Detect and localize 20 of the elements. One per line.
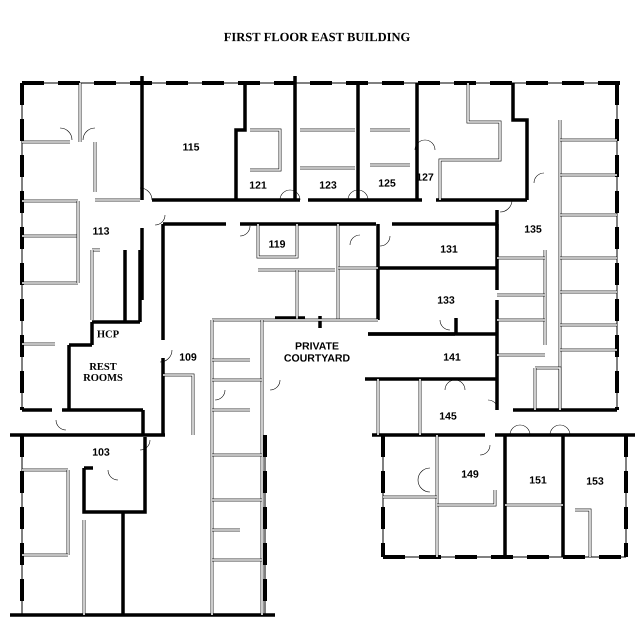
area-label: PRIVATE COURTYARD	[284, 342, 350, 362]
room-number: 145	[440, 412, 456, 420]
title: FIRST FLOOR EAST BUILDING	[224, 32, 410, 42]
room-number: 109	[180, 353, 196, 361]
room-number: 125	[378, 179, 396, 187]
room-number: 121	[250, 181, 266, 189]
room-number: 123	[320, 181, 336, 189]
room-number: 133	[438, 296, 454, 304]
room-number: 113	[93, 227, 110, 235]
room-number: 119	[269, 240, 286, 248]
room-number: 103	[92, 448, 110, 456]
area-label: REST ROOMS	[83, 362, 122, 382]
room-number: 135	[524, 225, 542, 233]
room-number: 115	[183, 143, 200, 151]
room-number: 141	[444, 353, 460, 361]
room-number: HCP	[97, 330, 119, 338]
room-number: 153	[586, 477, 604, 485]
room-number: 131	[440, 245, 458, 253]
room-number: 151	[530, 476, 546, 484]
room-number: 149	[462, 470, 478, 478]
